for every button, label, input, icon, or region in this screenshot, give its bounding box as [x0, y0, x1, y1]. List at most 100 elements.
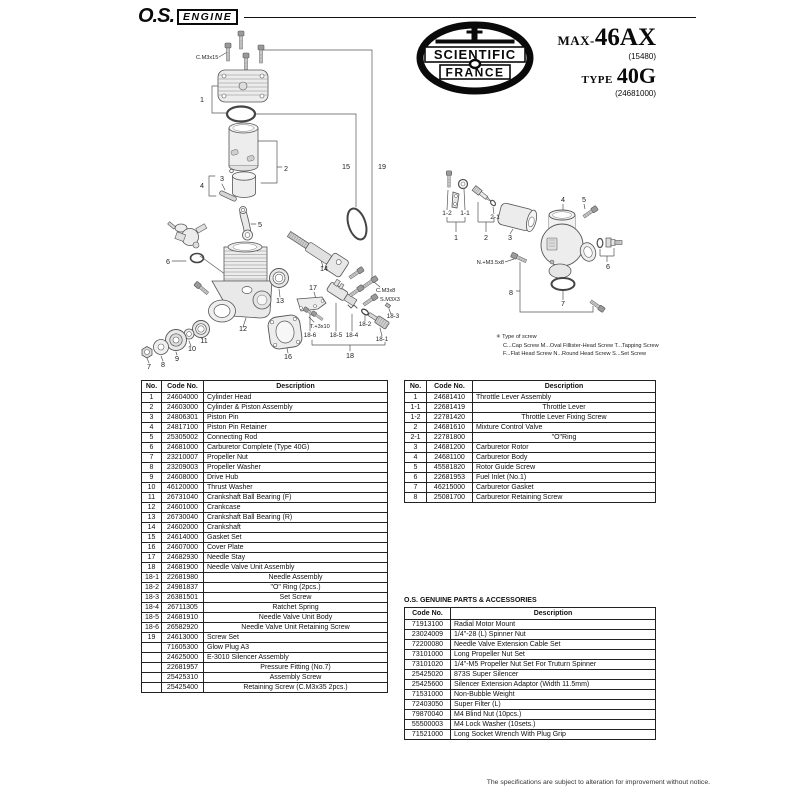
cell-code: 26381501	[161, 592, 204, 603]
type-code: (24681000)	[615, 89, 656, 98]
cell-no: 18-4	[141, 602, 162, 613]
part-label: 3	[508, 233, 512, 242]
cell-desc: Ratchet Spring	[203, 602, 388, 613]
cell-no: 18-5	[141, 612, 162, 623]
cell-desc: Crankcase	[203, 502, 388, 513]
logo-word-2: FRANCE	[446, 66, 505, 80]
cell-no: 7	[141, 452, 162, 463]
brand-engine-text: ENGINE	[177, 8, 239, 25]
cylinder-liner-part	[228, 122, 259, 172]
cell-no	[141, 642, 162, 653]
model-code: (15480)	[628, 52, 656, 61]
cell-desc: Drive Hub	[203, 472, 388, 483]
cell-no: 18-2	[141, 582, 162, 593]
cell-no: 1	[404, 392, 427, 403]
cell-code: 71913100	[404, 619, 451, 630]
screw-legend-title: ✳ Type of screw	[496, 334, 537, 340]
cell-desc: Cylinder Head	[203, 392, 388, 403]
crankcase-part	[208, 241, 273, 323]
propeller-nut-part	[141, 346, 153, 359]
part-label: 18-2	[359, 321, 372, 328]
cell-desc: Carburetor Retaining Screw	[472, 492, 656, 503]
part-label: 2	[284, 164, 288, 173]
logo-word-1: SCIENTIFIC	[434, 47, 516, 62]
cell-code: 72200080	[404, 639, 451, 650]
cell-no: 19	[141, 632, 162, 643]
cell-code: 45581820	[426, 462, 473, 473]
cell-desc: Needle Stay	[203, 552, 388, 563]
part-label: C.M3x8	[376, 288, 395, 294]
part-label: 7	[561, 299, 565, 308]
cell-desc: Fuel Inlet (No.1)	[472, 472, 656, 483]
cap-screw-icon	[237, 30, 245, 50]
cell-desc: Connecting Rod	[203, 432, 388, 443]
cell-desc: Radial Motor Mount	[450, 619, 656, 630]
cell-code: 26582920	[161, 622, 204, 633]
part-label: T.+3x10	[310, 324, 330, 330]
type-prefix: TYPE	[581, 74, 613, 86]
part-label: 12	[239, 324, 247, 333]
cell-no: 6	[404, 472, 427, 483]
cell-desc: Carburetor Gasket	[472, 482, 656, 493]
part-label: 2	[484, 233, 488, 242]
engine-diagram: C.M3x15123456151914171312167891011C.M3x8…	[141, 30, 400, 371]
cell-code: 24614000	[161, 532, 204, 543]
cell-desc: Throttle Lever	[472, 402, 656, 413]
cell-no: 4	[141, 422, 162, 433]
cell-no: 1-2	[404, 412, 427, 423]
cell-desc: Crankshaft Ball Bearing (F)	[203, 492, 388, 503]
cell-desc: Assembly Screw	[203, 672, 388, 683]
crankshaft-part	[286, 230, 349, 278]
cell-code: 24602000	[161, 522, 204, 533]
part-label: N.+M3.5x8	[477, 260, 504, 266]
cell-code: 24681900	[161, 562, 204, 573]
cell-no: 5	[404, 462, 427, 473]
cell-code: 22681957	[161, 662, 204, 673]
carburetor-rotor-part	[497, 202, 538, 232]
cell-desc: Piston Pin Retainer	[203, 422, 388, 433]
part-label: 11	[200, 336, 207, 345]
cell-code: 24601000	[161, 502, 204, 513]
part-label: 1-1	[460, 210, 470, 217]
part-label: 18-1	[376, 336, 389, 343]
accessories-title: O.S. GENUINE PARTS & ACCESSORIES	[404, 597, 537, 604]
cell-code: 25081700	[426, 492, 473, 503]
part-label: 15	[342, 162, 350, 171]
gasket-oring-part	[346, 207, 368, 241]
part-label: 8	[161, 360, 165, 369]
cell-no: 3	[141, 412, 162, 423]
cap-screw-icon	[362, 275, 379, 290]
cell-code: 24604000	[161, 392, 204, 403]
model-name: 46AX	[594, 24, 656, 51]
cell-desc: Carburetor Complete (Type 40G)	[203, 442, 388, 453]
cell-no: 5	[141, 432, 162, 443]
part-label: S.M3X3	[380, 297, 400, 303]
cell-desc: Needle Valve Unit Assembly	[203, 562, 388, 573]
part-label: 13	[276, 296, 284, 305]
cell-no	[141, 662, 162, 673]
screw-icon	[193, 280, 210, 296]
